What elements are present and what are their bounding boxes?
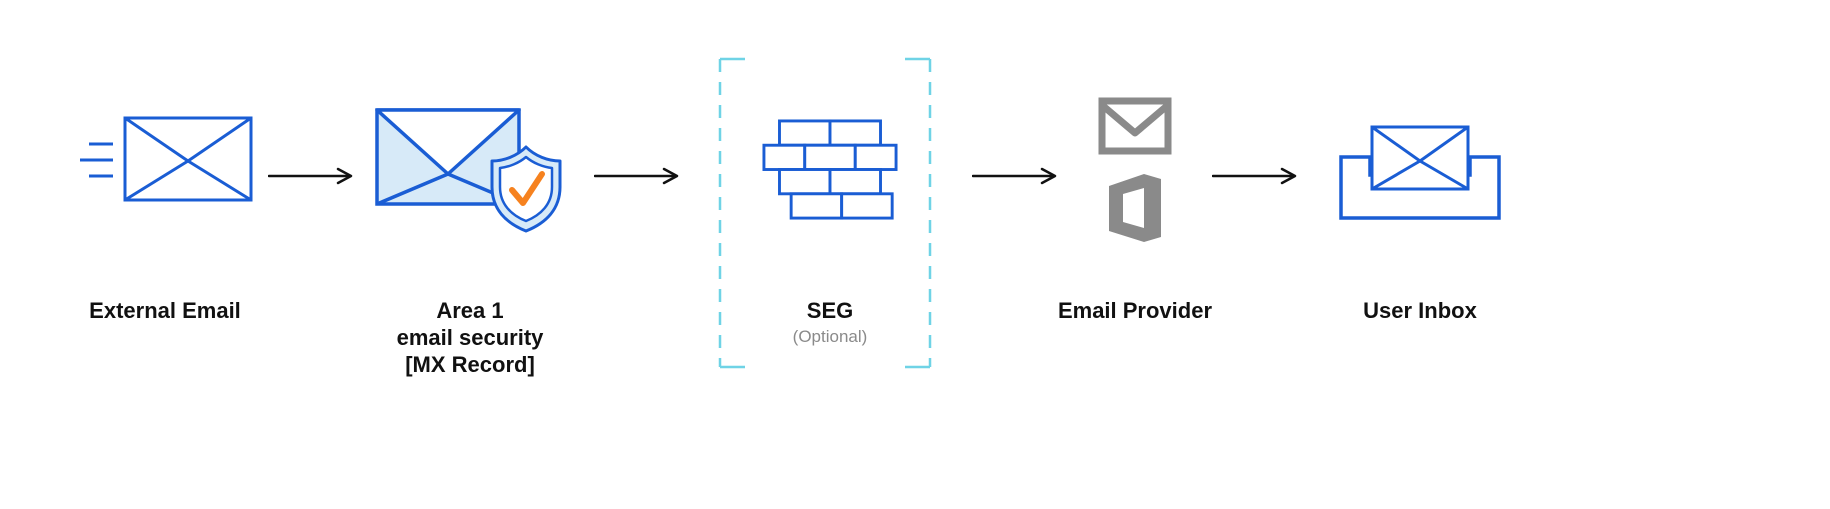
- node-area1-email-security: Area 1 email security [MX Record]: [340, 55, 600, 378]
- flow-arrow-icon: [594, 167, 679, 185]
- envelope-icon: [1370, 125, 1470, 191]
- node-user-inbox: User Inbox: [1295, 55, 1545, 324]
- gmail-icon: [1098, 97, 1172, 155]
- node-external-email: External Email: [40, 55, 290, 324]
- node-label: SEG: [806, 298, 854, 323]
- flow-arrow-icon: [268, 167, 353, 185]
- node-label: External Email: [89, 298, 241, 323]
- node-sublabel: (Optional): [792, 327, 868, 346]
- envelope-speed-lines-icon: [80, 116, 253, 202]
- envelope-shield-check-icon: [375, 107, 562, 232]
- node-label: Email Provider: [1057, 298, 1213, 323]
- node-label: Area 1 email security [MX Record]: [396, 298, 544, 377]
- inbox-tray-envelope-icon: [1339, 125, 1501, 220]
- node-label: User Inbox: [1363, 298, 1477, 323]
- shield-check-icon: [490, 145, 562, 232]
- checkmark-icon: [509, 170, 545, 206]
- node-seg: SEG (Optional): [700, 55, 960, 369]
- office-icon: [1109, 174, 1161, 242]
- firewall-brick-wall-icon: [762, 119, 898, 220]
- flow-arrow-icon: [972, 167, 1057, 185]
- flow-arrow-icon: [1212, 167, 1297, 185]
- node-email-provider: Email Provider: [1010, 55, 1260, 324]
